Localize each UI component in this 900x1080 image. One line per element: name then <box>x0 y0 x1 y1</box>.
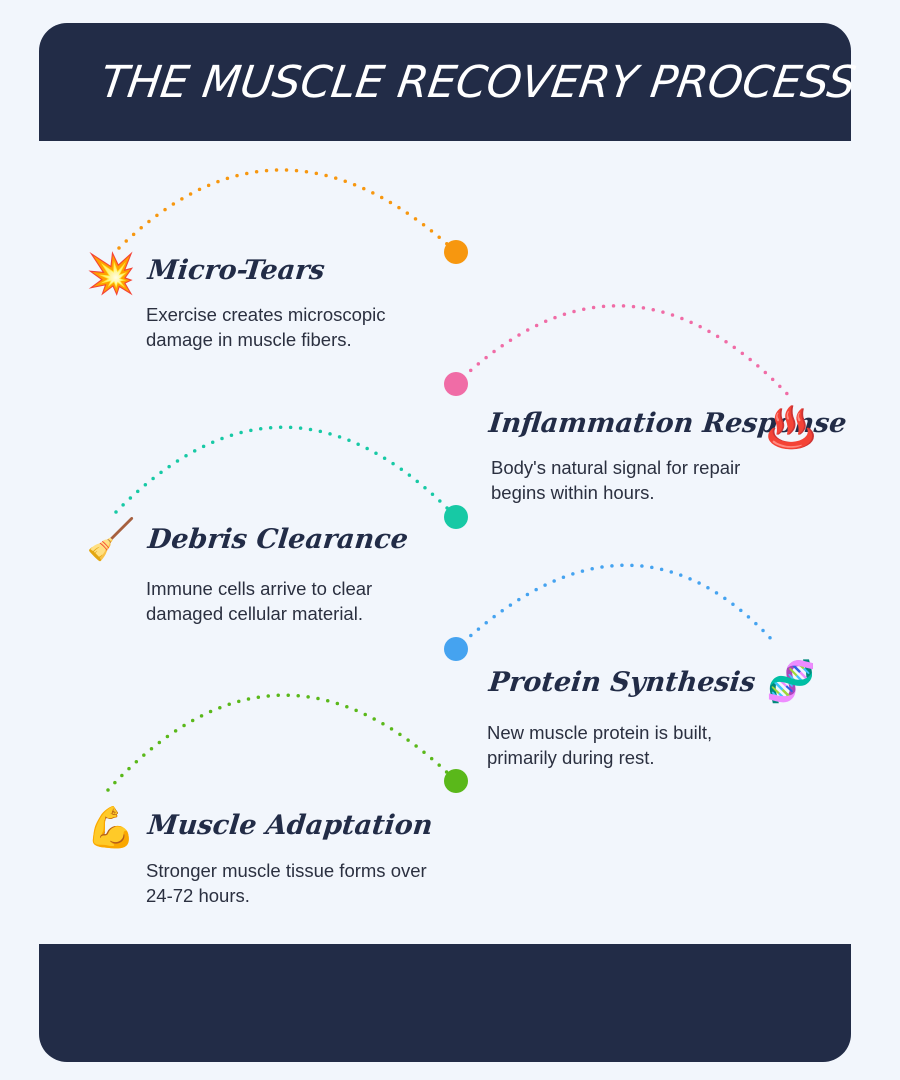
arc-step-4 <box>454 563 776 651</box>
arc-step-3 <box>114 425 458 519</box>
footer-banner <box>39 944 851 1062</box>
step-title-adaptation: Muscle Adaptation <box>146 810 435 841</box>
arc-step-5 <box>106 693 458 792</box>
node-step-4 <box>444 637 468 661</box>
node-step-5 <box>444 769 468 793</box>
hot-springs-icon: ♨️ <box>766 405 816 451</box>
flexed-biceps-icon: 💪 <box>86 805 136 851</box>
dna-icon: 🧬 <box>766 659 816 705</box>
arc-step-1 <box>117 168 458 254</box>
step-desc-inflammation: Body's natural signal for repair begins … <box>491 457 741 503</box>
node-step-3 <box>444 505 468 529</box>
node-step-2 <box>444 372 468 396</box>
arc-step-2 <box>454 304 795 402</box>
node-step-1 <box>444 240 468 264</box>
step-title-micro-tears: Micro-Tears <box>146 255 327 286</box>
collision-icon: 💥 <box>86 251 136 297</box>
step-title-protein: Protein Synthesis <box>487 667 757 698</box>
step-desc-adaptation: Stronger muscle tissue forms over 24-72 … <box>146 860 427 906</box>
header-banner: THE MUSCLE RECOVERY PROCESS <box>39 23 859 141</box>
step-desc-micro-tears: Exercise creates microscopic damage in m… <box>146 304 386 350</box>
step-desc-protein: New muscle protein is built, primarily d… <box>487 722 713 768</box>
step-title-debris: Debris Clearance <box>146 524 410 555</box>
step-desc-debris: Immune cells arrive to clear damaged cel… <box>146 578 373 624</box>
broom-icon: 🧹 <box>86 517 136 563</box>
